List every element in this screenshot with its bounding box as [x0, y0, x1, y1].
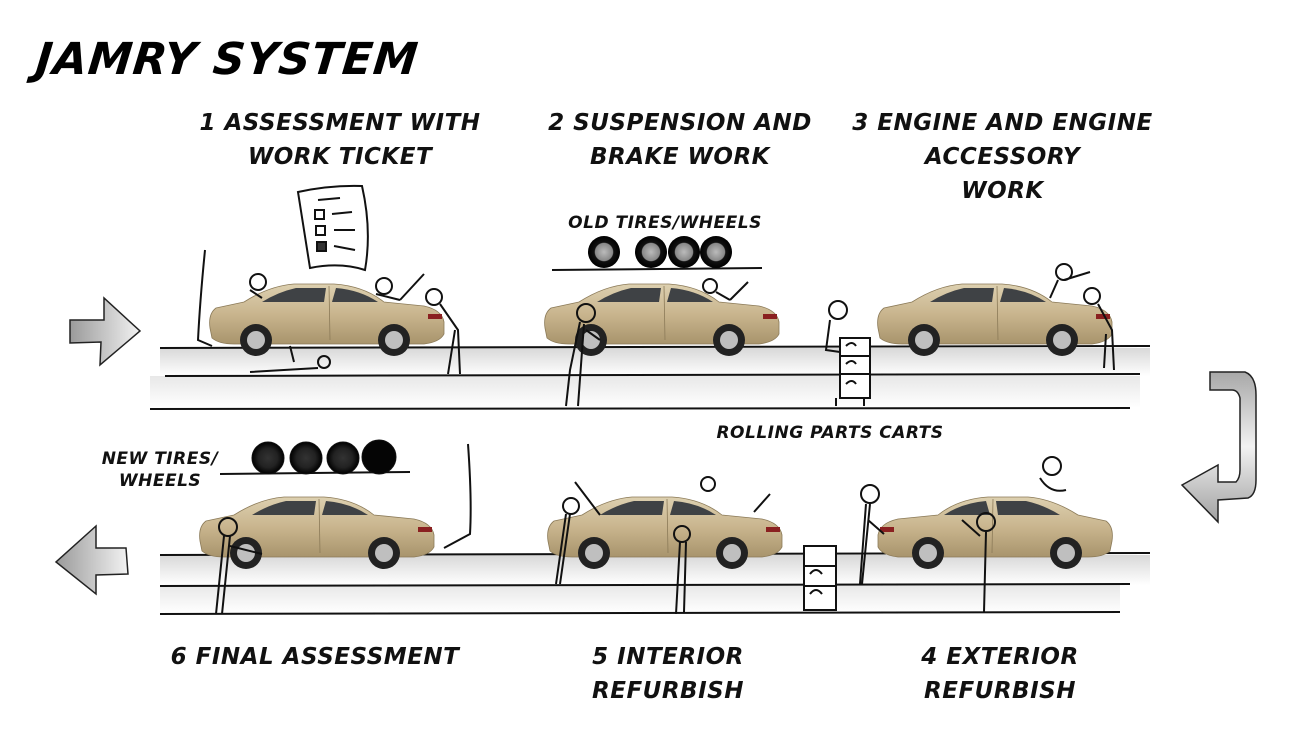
new-tire — [251, 441, 285, 475]
step-2-line2: BRAKE WORK — [589, 144, 771, 170]
car-step-3 — [878, 284, 1112, 356]
step-1-line1: 1 ASSESSMENT WITH — [199, 110, 481, 136]
step-5-line1: 5 INTERIOR — [592, 644, 744, 670]
bottom-line-floor — [159, 552, 1151, 615]
top-line-floor — [149, 345, 1151, 410]
u-turn-arrow-icon — [1180, 371, 1257, 524]
new-tire — [326, 441, 360, 475]
rolling-carts-label: ROLLING PARTS CARTS — [716, 423, 944, 443]
step-4-label: 4 EXTERIOR REFURBISH — [900, 640, 1100, 708]
step-3-line2: ACCESSORY — [924, 144, 1081, 170]
old-tire — [668, 236, 700, 268]
step-3-label: 3 ENGINE AND ENGINE ACCESSORY WORK — [850, 106, 1155, 208]
step-6-label: 6 FINAL ASSESSMENT — [170, 640, 460, 674]
new-tires-line2: WHEELS — [118, 471, 202, 491]
step-3-line3: WORK — [961, 178, 1044, 204]
step-5-label: 5 INTERIOR REFURBISH — [568, 640, 768, 708]
new-tire — [361, 439, 397, 475]
old-tire — [635, 236, 667, 268]
step-2-line1: 2 SUSPENSION AND — [548, 110, 812, 136]
new-tire — [289, 441, 323, 475]
old-tire — [700, 236, 732, 268]
car-step-1 — [210, 284, 444, 356]
old-tire — [588, 236, 620, 268]
step-6-line1: 6 FINAL ASSESSMENT — [170, 644, 460, 670]
step-2-label: 2 SUSPENSION AND BRAKE WORK — [545, 106, 815, 174]
exit-arrow-icon — [54, 524, 129, 596]
new-tires-label: NEW TIRES/ WHEELS — [95, 448, 225, 492]
new-tires-line1: NEW TIRES/ — [101, 449, 219, 469]
old-tires-shelf — [551, 236, 763, 271]
step-1-line2: WORK TICKET — [247, 144, 433, 170]
work-ticket-icon — [296, 184, 369, 272]
step-4-line2: REFURBISH — [924, 678, 1076, 704]
new-tires-shelf — [219, 439, 411, 475]
step-4-line1: 4 EXTERIOR — [921, 644, 1079, 670]
step-3-line1: 3 ENGINE AND ENGINE — [852, 110, 1153, 136]
worker-figures — [196, 249, 1115, 615]
entry-arrow-icon — [69, 296, 142, 367]
step-1-label: 1 ASSESSMENT WITH WORK TICKET — [195, 106, 485, 174]
step-5-line2: REFURBISH — [592, 678, 744, 704]
old-tires-label: OLD TIRES/WHEELS — [568, 213, 762, 233]
